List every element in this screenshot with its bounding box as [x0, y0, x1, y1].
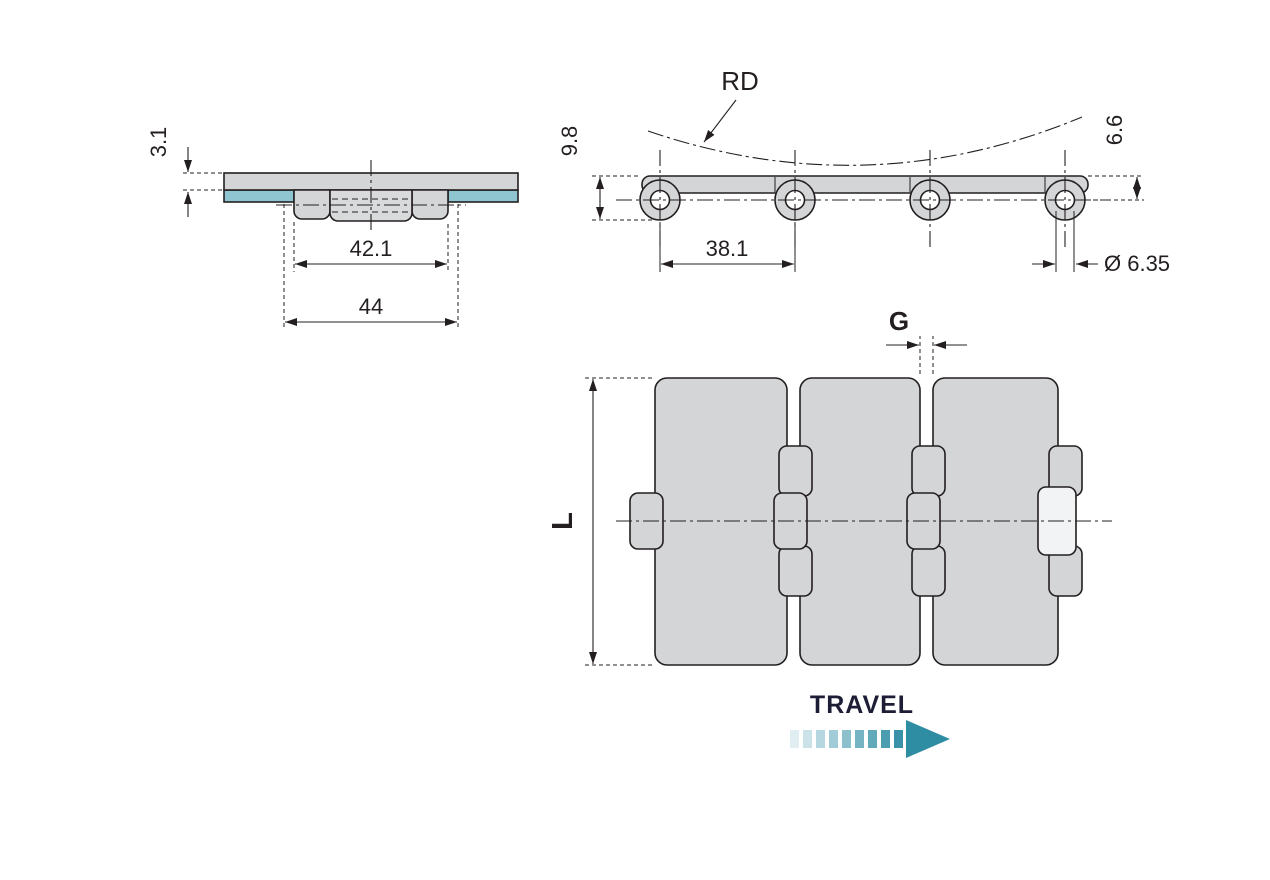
travel-arrow-head	[906, 720, 950, 758]
travel-arrow-segment	[855, 730, 864, 748]
plan-view: L G TRAVEL	[547, 306, 1112, 758]
cross-section-view: 3.1 42.1 44	[146, 127, 519, 330]
dim-pin-diameter: Ø 6.35	[1104, 251, 1170, 276]
hinge-tab-upper	[911, 445, 946, 497]
dim-hub-width: 42.1	[350, 236, 393, 261]
dim-plate-height: 9.8	[557, 126, 582, 157]
dim-thickness: 3.1	[146, 127, 171, 158]
dim-overall-width: 44	[359, 294, 383, 319]
backflex-radius-arc	[647, 116, 1083, 166]
right-wear-pad	[447, 189, 519, 203]
travel-arrow-segment	[790, 730, 799, 748]
travel-label: TRAVEL	[810, 691, 914, 719]
label-backflex-radius: RD	[721, 66, 759, 96]
hinge-tab-lower	[911, 545, 946, 597]
side-view: RD 9.8 6.6 38.1 Ø 6.35	[557, 66, 1170, 276]
travel-arrow-segment	[829, 730, 838, 748]
dim-gap: G	[889, 306, 909, 336]
travel-arrow-segment	[881, 730, 890, 748]
left-wear-pad	[223, 189, 295, 203]
dim-chain-width: L	[547, 512, 579, 530]
hinge-tab-upper	[778, 445, 813, 497]
travel-arrow-segment	[894, 730, 903, 748]
dim-pitch: 38.1	[706, 236, 749, 261]
leader-line	[703, 99, 737, 143]
travel-arrow-segment	[868, 730, 877, 748]
hinge-tab-lower	[778, 545, 813, 597]
travel-arrow-segment	[816, 730, 825, 748]
travel-direction-arrow	[790, 720, 950, 758]
travel-arrow-segment	[803, 730, 812, 748]
travel-arrow-segment	[842, 730, 851, 748]
chain-strap	[641, 175, 1089, 194]
dim-top-to-pin-center: 6.6	[1102, 115, 1127, 146]
